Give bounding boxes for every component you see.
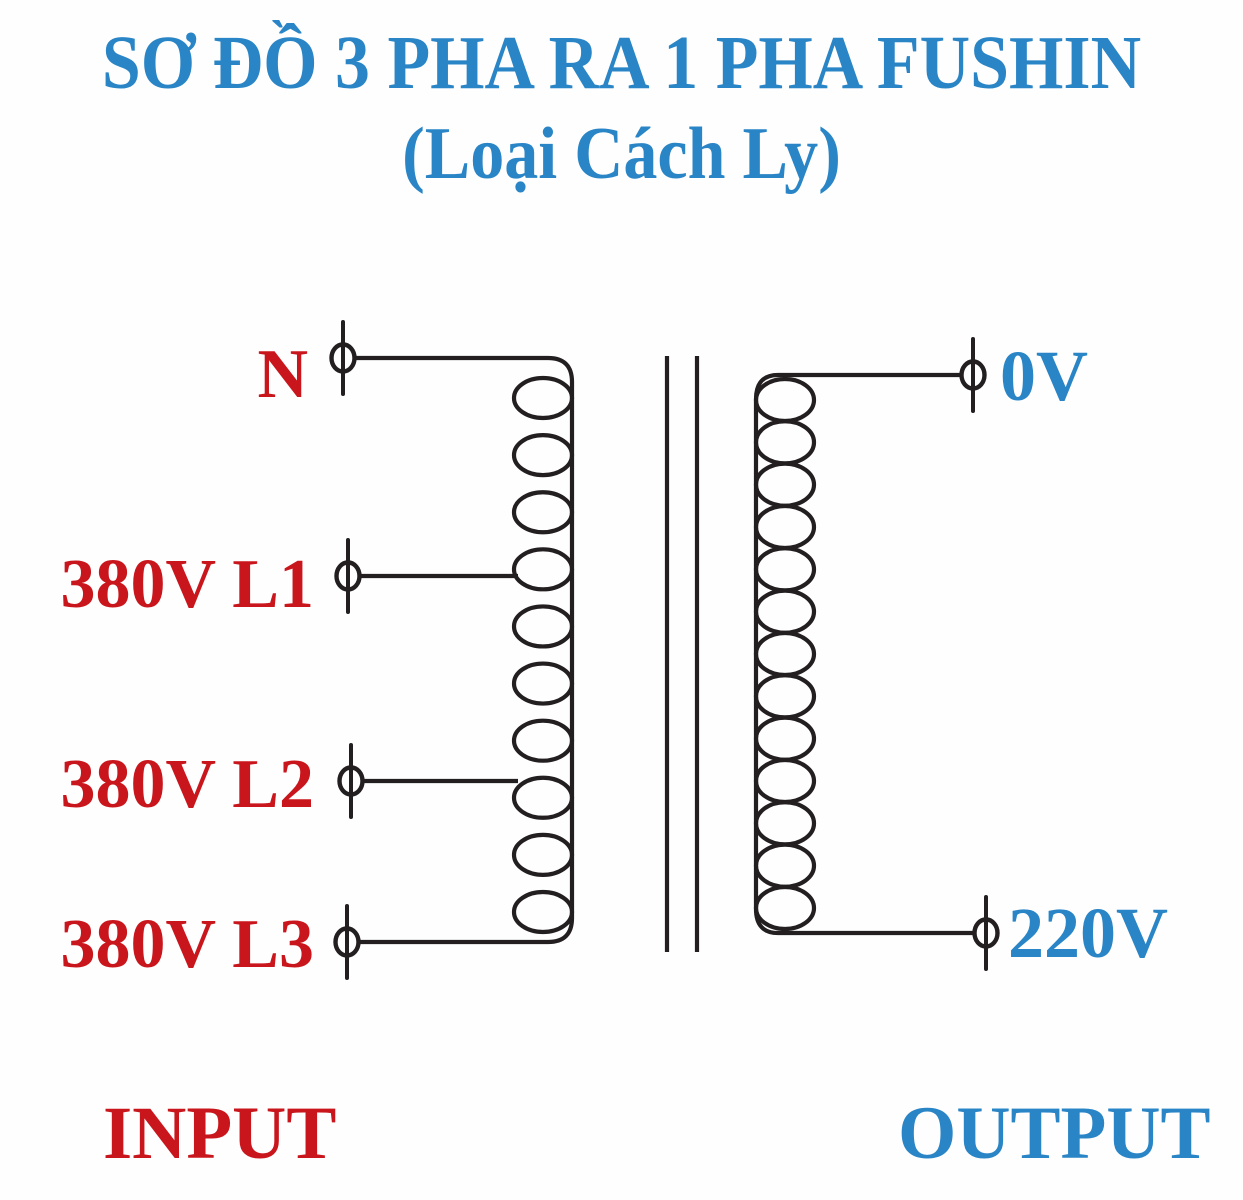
secondary-winding-loop: [753, 461, 817, 508]
input-terminal-label-l1: 380V L1: [60, 546, 314, 623]
secondary-winding-loop: [753, 715, 817, 762]
input-terminal-label-l3: 380V L3: [60, 906, 314, 983]
input-heading: INPUT: [103, 1092, 337, 1175]
secondary-winding-loop: [753, 546, 817, 593]
secondary-winding-loop: [753, 630, 817, 678]
primary-winding-loop: [511, 775, 575, 820]
terminal-0v-circle: [959, 359, 987, 391]
terminal-n-circle: [329, 342, 357, 374]
secondary-winding-loop: [753, 842, 817, 889]
terminal-l1-circle: [334, 560, 362, 592]
primary-winding-loop: [511, 832, 575, 877]
primary-winding-loop: [511, 547, 575, 592]
output-terminal-label-220v: 220V: [1008, 893, 1168, 973]
secondary-winding-loop: [753, 588, 817, 635]
primary-winding-loop: [511, 661, 575, 706]
output-terminal-label-0v: 0V: [1000, 336, 1088, 416]
secondary-winding-loop: [753, 673, 817, 720]
primary-winding-loop: [511, 718, 575, 763]
primary-winding-loop: [511, 433, 575, 478]
secondary-winding-loop: [753, 757, 817, 805]
input-terminal-label-n: N: [257, 336, 308, 413]
secondary-winding-loop: [753, 800, 817, 847]
terminal-l2-circle: [337, 765, 365, 797]
primary-winding-loop: [511, 375, 575, 421]
secondary-wire: [753, 372, 973, 936]
page-subtitle: (Loại Cách Ly): [402, 113, 841, 195]
primary-winding-loop: [511, 490, 575, 535]
primary-wire: [356, 355, 575, 945]
secondary-winding-loop: [753, 419, 817, 466]
terminal-l3-circle: [333, 926, 361, 958]
primary-winding-loop: [511, 889, 575, 935]
primary-winding-loop: [511, 604, 575, 649]
output-heading: OUTPUT: [898, 1092, 1211, 1175]
secondary-winding-loop: [753, 376, 817, 424]
page-title: SƠ ĐỒ 3 PHA RA 1 PHA FUSHIN: [101, 21, 1142, 105]
input-terminal-label-l2: 380V L2: [60, 746, 314, 823]
secondary-winding-loop: [753, 884, 817, 932]
secondary-winding-loop: [753, 503, 817, 551]
terminal-220v-circle: [972, 917, 1000, 949]
